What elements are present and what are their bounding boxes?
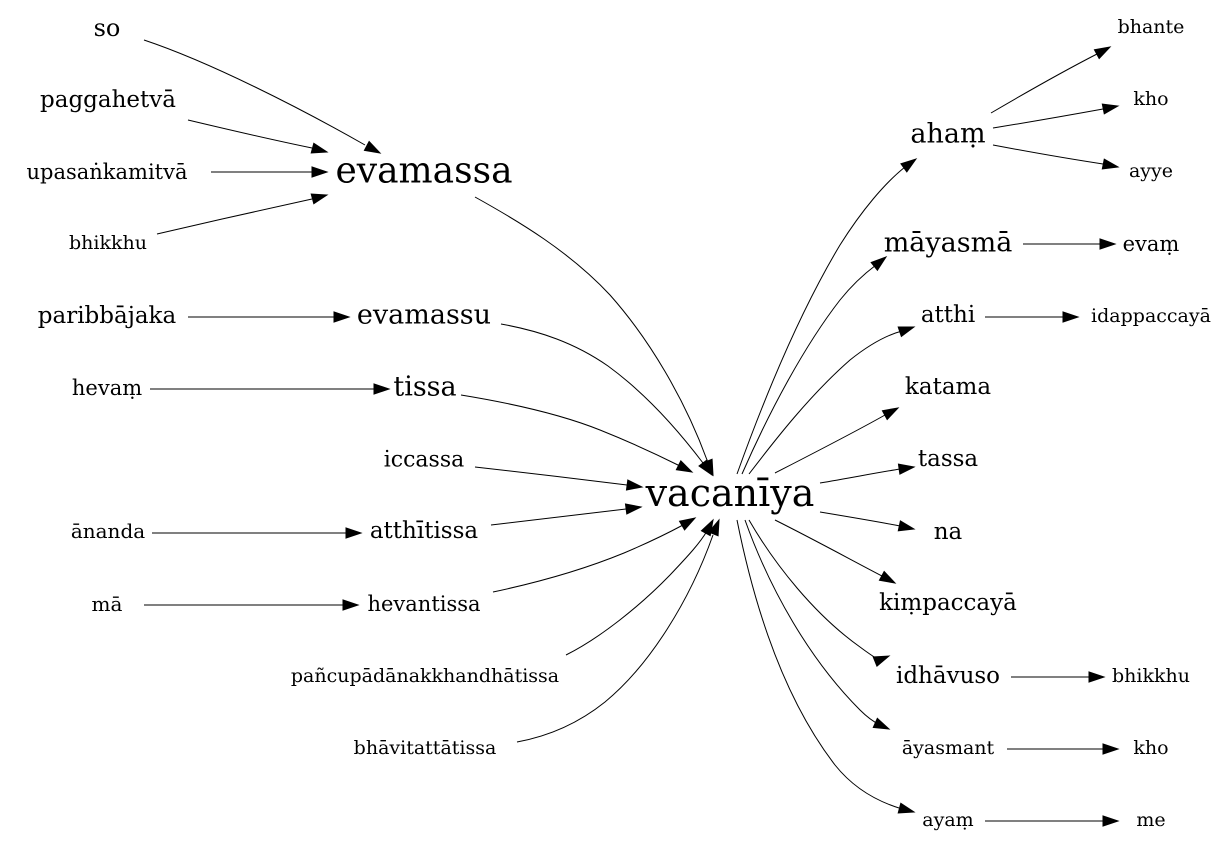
arrowhead-icon — [675, 459, 694, 473]
arrowhead-icon — [878, 570, 897, 584]
arrowhead-icon — [897, 463, 916, 475]
edge-atthitissa-to-vacaniya — [490, 508, 627, 526]
node-ayam: ayaṃ — [922, 809, 973, 831]
node-kho-bottom: kho — [1133, 737, 1168, 759]
node-hevantissa: hevantissa — [367, 592, 480, 616]
arrowhead-icon — [897, 520, 916, 532]
arrowhead-icon — [1099, 238, 1117, 250]
edge-vacaniya-to-ayasmant — [744, 519, 881, 726]
node-ayye: ayye — [1129, 160, 1173, 182]
edge-aham-to-ayye — [992, 144, 1104, 165]
arrowhead-icon — [698, 459, 713, 477]
node-ananda: ānanda — [71, 519, 145, 543]
arrowhead-icon — [624, 503, 643, 515]
node-kimpaccaya: kiṃpaccayā — [879, 590, 1017, 616]
node-idhavuso: idhāvuso — [896, 663, 1000, 689]
arrowhead-icon — [342, 599, 360, 611]
node-so: so — [94, 14, 121, 42]
arrowhead-icon — [870, 256, 888, 272]
arrowhead-icon — [1062, 311, 1080, 323]
arrowhead-icon — [872, 655, 891, 668]
edge-vacaniya-to-mayasma — [741, 264, 877, 475]
node-atthi: atthi — [921, 302, 975, 328]
arrowhead-icon — [881, 407, 900, 421]
edge-vacaniya-to-katama — [774, 414, 886, 474]
node-evamassu: evamassu — [357, 300, 491, 331]
edge-aham-to-bhante — [990, 53, 1098, 114]
edge-vacaniya-to-kimpaccaya — [774, 519, 883, 577]
node-pancupadana: pañcupādānakkhandhātissa — [291, 665, 559, 687]
arrowhead-icon — [897, 326, 916, 338]
node-katama: katama — [905, 374, 991, 400]
node-bhikkhu-left: bhikkhu — [69, 232, 147, 254]
arrowhead-icon — [311, 166, 329, 178]
arrowhead-icon — [310, 142, 329, 154]
arrowhead-icon — [872, 717, 891, 730]
arrowhead-icon — [373, 383, 391, 395]
node-vacaniya: vacanīya — [645, 471, 815, 515]
arrowhead-icon — [1101, 158, 1120, 170]
arrowhead-icon — [678, 517, 697, 531]
edge-vacaniya-to-na — [819, 511, 901, 527]
edge-tissa-to-vacaniya — [460, 394, 681, 467]
node-bhante: bhante — [1118, 16, 1185, 38]
node-upasankamitva: upasaṅkamitvā — [26, 160, 187, 184]
node-tassa: tassa — [918, 446, 979, 472]
edge-vacaniya-to-tassa — [819, 468, 901, 484]
node-paribbajaka: paribbājaka — [38, 303, 177, 329]
edge-vacaniya-to-atthi — [748, 330, 903, 475]
node-ma: mā — [92, 592, 123, 616]
edge-vacaniya-to-ayam — [736, 519, 900, 809]
node-layer: so paggahetvā upasaṅkamitvā bhikkhu evam… — [26, 14, 1210, 831]
node-mayasma: māyasmā — [884, 228, 1013, 259]
node-iccassa: iccassa — [384, 448, 465, 473]
edge-vacaniya-to-idhavuso — [748, 519, 880, 661]
arrowhead-icon — [897, 802, 916, 814]
node-hevam: hevaṃ — [72, 376, 142, 400]
arrowhead-icon — [333, 311, 351, 323]
edge-bhavitatta-to-vacaniya — [516, 534, 714, 743]
edge-layer — [143, 39, 1120, 827]
arrowhead-icon — [310, 193, 329, 205]
arrowhead-icon — [625, 479, 644, 491]
node-na: na — [934, 519, 963, 545]
node-bhavitatta: bhāvitattātissa — [354, 737, 497, 759]
node-me: me — [1136, 809, 1165, 831]
edge-evamassu-to-vacaniya — [500, 323, 704, 464]
arrowhead-icon — [900, 158, 918, 173]
edge-bhikkhu-left-to-evamassa — [156, 198, 313, 235]
node-atthitissa: atthītissa — [370, 518, 479, 544]
edge-pancupadana-to-vacaniya — [565, 530, 708, 656]
edge-vacaniya-to-aham — [736, 166, 906, 475]
node-idappaccaya: idappaccayā — [1091, 305, 1211, 327]
node-evam: evaṃ — [1123, 232, 1180, 256]
edge-paggahetva-to-evamassa — [187, 119, 313, 149]
arrowhead-icon — [1088, 671, 1106, 683]
node-ayasmant: āyasmant — [902, 737, 995, 759]
edge-evamassa-to-vacaniya — [474, 196, 708, 461]
arrowhead-icon — [1102, 815, 1120, 827]
edge-aham-to-kho-top — [992, 108, 1104, 129]
edge-so-to-evamassa — [143, 39, 366, 146]
arrowhead-icon — [345, 527, 363, 539]
arrowhead-icon — [707, 518, 720, 537]
node-aham: ahaṃ — [910, 119, 985, 150]
node-bhikkhu-right: bhikkhu — [1112, 665, 1190, 687]
arrowhead-icon — [1093, 46, 1112, 60]
node-evamassa: evamassa — [335, 151, 512, 192]
arrowhead-icon — [363, 140, 382, 154]
arrowhead-icon — [1101, 103, 1120, 115]
edge-hevantissa-to-vacaniya — [492, 524, 684, 593]
arrowhead-icon — [1102, 743, 1120, 755]
node-kho-top: kho — [1133, 88, 1168, 110]
node-paggahetva: paggahetvā — [40, 87, 176, 113]
edge-iccassa-to-vacaniya — [474, 466, 628, 486]
node-tissa: tissa — [393, 372, 456, 403]
